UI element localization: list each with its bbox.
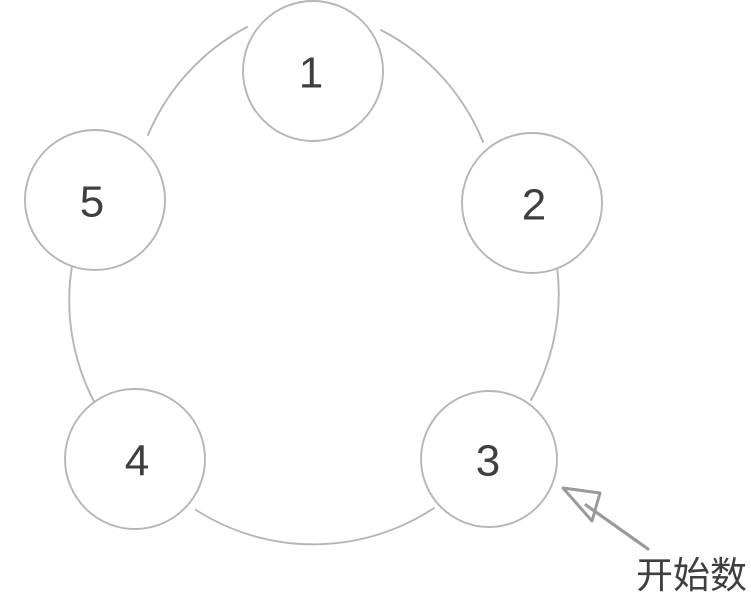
edge-5-to-1 bbox=[147, 26, 248, 136]
edge-1-to-2 bbox=[380, 29, 484, 143]
edge-2-to-3 bbox=[530, 265, 560, 401]
node-2-circle[interactable] bbox=[461, 132, 603, 274]
node-2[interactable]: 2 bbox=[461, 132, 603, 274]
node-5[interactable]: 5 bbox=[24, 129, 166, 271]
annotation-arrow-head-icon bbox=[561, 486, 602, 523]
annotation-arrow-line bbox=[584, 503, 650, 551]
node-5-label: 5 bbox=[80, 178, 104, 227]
node-3-label: 3 bbox=[476, 437, 500, 486]
edge-3-to-4 bbox=[195, 507, 435, 546]
node-3[interactable]: 3 bbox=[420, 390, 558, 528]
node-4-label: 4 bbox=[125, 437, 149, 486]
node-3-circle[interactable] bbox=[420, 390, 558, 528]
node-2-label: 2 bbox=[522, 181, 546, 230]
nodes-group: 1 2 3 4 5 bbox=[24, 0, 603, 530]
node-4-circle[interactable] bbox=[64, 388, 206, 530]
node-4[interactable]: 4 bbox=[64, 388, 206, 530]
annotation-text: 开始数 bbox=[636, 554, 747, 597]
node-1-circle[interactable] bbox=[242, 0, 384, 142]
ring-connections bbox=[68, 26, 560, 546]
node-1-label: 1 bbox=[299, 49, 323, 98]
edge-4-to-5 bbox=[68, 265, 98, 408]
start-annotation: 开始数 bbox=[561, 486, 747, 597]
node-5-circle[interactable] bbox=[24, 129, 166, 271]
node-1[interactable]: 1 bbox=[242, 0, 384, 142]
